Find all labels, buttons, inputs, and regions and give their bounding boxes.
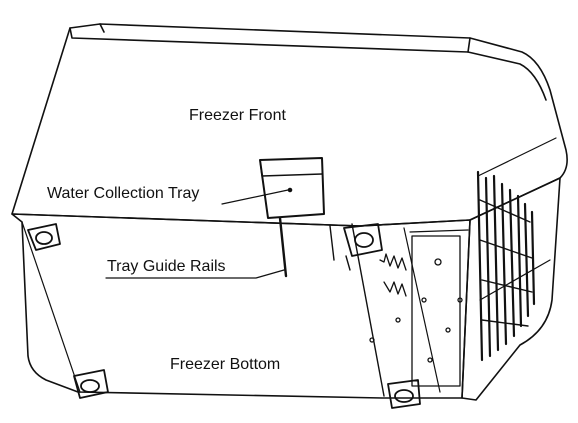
freezer-bottom-panel bbox=[11, 213, 471, 399]
leader-lines bbox=[105, 189, 289, 279]
caster-front-right bbox=[343, 223, 383, 271]
caster-rear-left bbox=[73, 369, 109, 399]
water-collection-tray-label: Water Collection Tray bbox=[47, 185, 200, 202]
compressor-area bbox=[369, 235, 463, 387]
tray-guide-rails-label: Tray Guide Rails bbox=[107, 258, 226, 275]
caster-front-left bbox=[27, 223, 61, 251]
water-collection-tray bbox=[259, 157, 325, 219]
freezer-side-panel bbox=[461, 137, 561, 401]
caster-rear-right bbox=[387, 379, 421, 409]
vent-grille bbox=[476, 170, 536, 362]
freezer-bottom-label: Freezer Bottom bbox=[170, 356, 281, 373]
freezer-front-label: Freezer Front bbox=[189, 107, 286, 124]
tray-guide-rails bbox=[278, 216, 335, 278]
